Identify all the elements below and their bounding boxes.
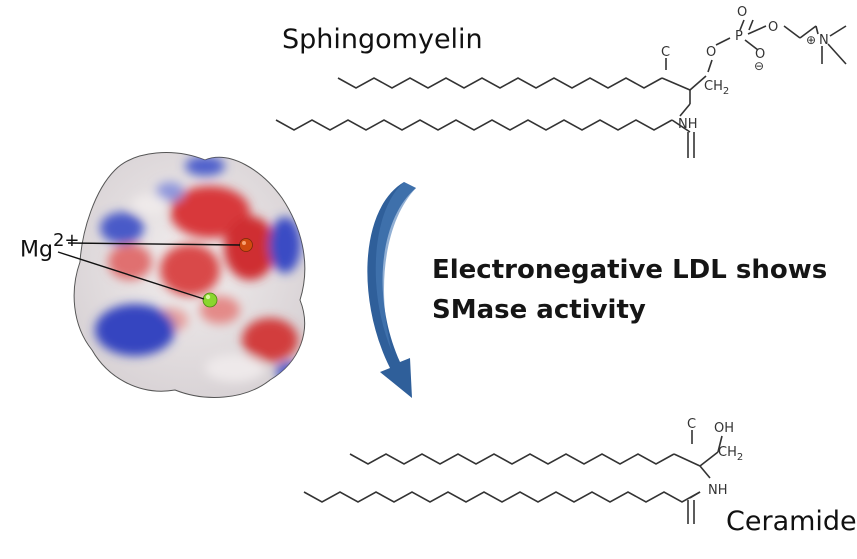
reaction-description-line-1: Electronegative LDL shows — [432, 255, 828, 285]
sphingomyelin-label: Sphingomyelin — [282, 24, 483, 55]
mg-pointer-line-1 — [67, 242, 241, 246]
ceramide-atom-labels: C OH CH2 NH — [687, 417, 743, 498]
reaction-arrow — [367, 182, 416, 398]
sm-atom-o-link: O — [768, 20, 778, 35]
mg-ion-1 — [239, 238, 253, 252]
sm-ch2: CH2 — [704, 79, 729, 97]
protein-surface — [57, 152, 306, 398]
ceramide-upper-chain — [349, 453, 675, 465]
ceramide-label: Ceramide — [726, 506, 857, 537]
cer-nh: NH — [708, 483, 728, 498]
sm-atom-n: N — [819, 33, 829, 48]
sm-atom-o-ester: O — [706, 45, 716, 60]
reaction-description: Electronegative LDL shows SMase activity — [432, 250, 827, 330]
sm-atom-o-double: O — [737, 5, 747, 20]
cer-atom-c: C — [687, 417, 696, 432]
cer-oh: OH — [714, 421, 734, 436]
sm-nh: NH — [678, 117, 698, 132]
sm-atom-p: P — [735, 29, 743, 44]
mg-ion-charge: 2+ — [52, 230, 80, 251]
mg-ion-label: Mg2+ — [20, 230, 80, 263]
mg-pointer-line-2 — [57, 251, 205, 300]
ceramide-structure — [303, 430, 723, 524]
sphingomyelin-atom-labels: C O O P O O ⊖ N ⊕ CH2 NH — [661, 5, 829, 132]
sm-atom-o-minus: O — [755, 47, 765, 62]
mg-ion-2 — [202, 292, 218, 308]
sphingomyelin-lower-chain — [275, 119, 673, 131]
sm-atom-c: C — [661, 45, 670, 60]
sphingomyelin-structure — [275, 19, 847, 158]
reaction-description-line-2: SMase activity — [432, 295, 646, 325]
mg-ion-symbol: Mg — [20, 237, 53, 263]
cer-ch2: CH2 — [718, 445, 743, 463]
ceramide-lower-chain — [303, 491, 701, 503]
sm-ominus-icon: ⊖ — [754, 59, 764, 73]
sm-nplus-icon: ⊕ — [806, 33, 816, 47]
sphingomyelin-upper-chain — [337, 77, 663, 89]
